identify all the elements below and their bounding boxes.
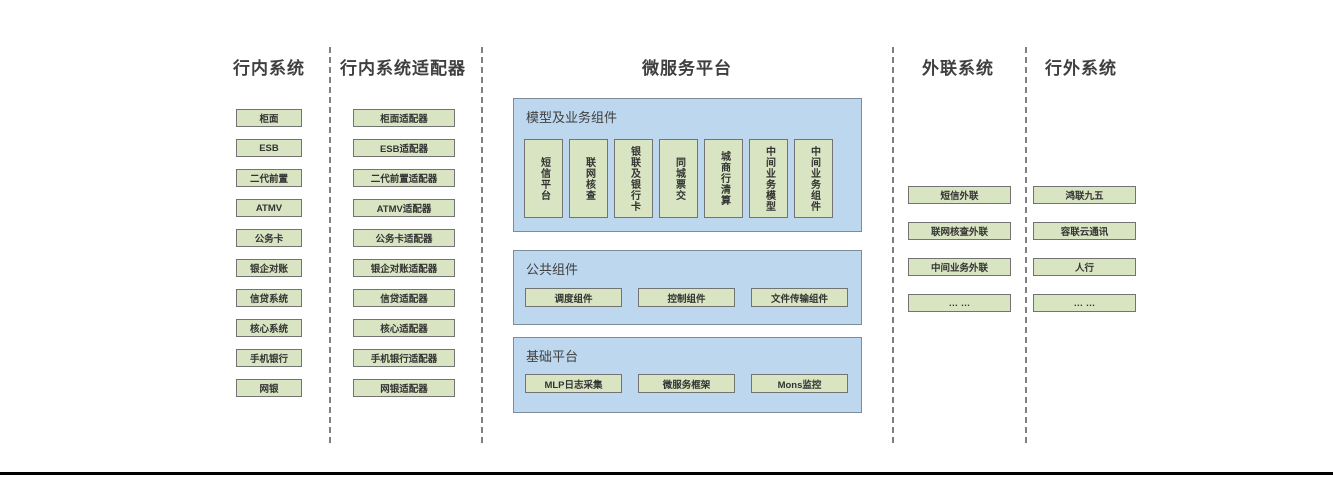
- external-link-list: 短信外联 联网核查外联 中间业务外联 … …: [908, 186, 1011, 312]
- adapter-box-gongwuka: 公务卡适配器: [353, 229, 455, 247]
- system-box-wangyin: 网银: [236, 379, 302, 397]
- outside-box-ellipsis: … …: [1033, 294, 1136, 312]
- external-box-intermediate: 中间业务外联: [908, 258, 1011, 276]
- component-box-intermediate-component: 中间业务组件: [794, 139, 833, 218]
- outside-box-pboc: 人行: [1033, 258, 1136, 276]
- component-box-mlp-log: MLP日志采集: [525, 374, 622, 393]
- component-box-scheduler: 调度组件: [525, 288, 622, 307]
- component-box-city-bill-exchange: 同城票交: [659, 139, 698, 218]
- system-box-erdai-qianzhi: 二代前置: [236, 169, 302, 187]
- internal-adapters-list: 柜面适配器 ESB适配器 二代前置适配器 ATMV适配器 公务卡适配器 银企对账…: [353, 109, 455, 397]
- adapter-box-yinqi-duizhang: 银企对账适配器: [353, 259, 455, 277]
- system-box-guimian: 柜面: [236, 109, 302, 127]
- external-box-ellipsis: … …: [908, 294, 1011, 312]
- component-box-file-transfer: 文件传输组件: [751, 288, 848, 307]
- adapter-box-hexin: 核心适配器: [353, 319, 455, 337]
- system-box-shouji-yinhang: 手机银行: [236, 349, 302, 367]
- adapter-box-guimian: 柜面适配器: [353, 109, 455, 127]
- model-components-row: 短信平台 联网核查 银联及银行卡 同城票交 城商行清算 中间业务模型 中间业务组…: [524, 139, 833, 218]
- component-box-sms-platform: 短信平台: [524, 139, 563, 218]
- panel-title-base: 基础平台: [526, 349, 579, 364]
- base-platform-row: MLP日志采集 微服务框架 Mons监控: [525, 374, 848, 393]
- panel-title-model-business: 模型及业务组件: [526, 110, 618, 125]
- panel-title-common: 公共组件: [526, 262, 579, 277]
- adapter-box-atmv: ATMV适配器: [353, 199, 455, 217]
- column-header-microservice-platform: 微服务平台: [642, 59, 732, 78]
- adapter-box-erdai-qianzhi: 二代前置适配器: [353, 169, 455, 187]
- column-header-internal-adapters: 行内系统适配器: [340, 59, 466, 78]
- column-header-outside-systems: 行外系统: [1045, 59, 1117, 78]
- component-box-city-bank-clearing: 城商行清算: [704, 139, 743, 218]
- column-header-external-link-systems: 外联系统: [922, 59, 994, 78]
- panel-common-components: 公共组件 调度组件 控制组件 文件传输组件: [513, 250, 862, 325]
- system-box-yinqi-duizhang: 银企对账: [236, 259, 302, 277]
- adapter-box-shouji-yinhang: 手机银行适配器: [353, 349, 455, 367]
- outside-systems-list: 鸿联九五 容联云通讯 人行 … …: [1033, 186, 1136, 312]
- system-box-gongwuka: 公务卡: [236, 229, 302, 247]
- component-box-mons-monitor: Mons监控: [751, 374, 848, 393]
- outside-box-honglian95: 鸿联九五: [1033, 186, 1136, 204]
- panel-base-platform: 基础平台 MLP日志采集 微服务框架 Mons监控: [513, 337, 862, 413]
- system-box-esb: ESB: [236, 139, 302, 157]
- external-box-sms: 短信外联: [908, 186, 1011, 204]
- adapter-box-esb: ESB适配器: [353, 139, 455, 157]
- component-box-intermediate-model: 中间业务模型: [749, 139, 788, 218]
- system-box-atmv: ATMV: [236, 199, 302, 217]
- system-box-xindai: 信贷系统: [236, 289, 302, 307]
- column-divider-2: [481, 47, 483, 443]
- panel-model-business-components: 模型及业务组件 短信平台 联网核查 银联及银行卡 同城票交 城商行清算 中间业务…: [513, 98, 862, 232]
- component-box-microservice-framework: 微服务框架: [638, 374, 735, 393]
- component-box-control: 控制组件: [638, 288, 735, 307]
- component-box-unionpay-bankcard: 银联及银行卡: [614, 139, 653, 218]
- outside-box-ronglian: 容联云通讯: [1033, 222, 1136, 240]
- column-divider-3: [892, 47, 894, 443]
- system-box-hexin: 核心系统: [236, 319, 302, 337]
- common-components-row: 调度组件 控制组件 文件传输组件: [525, 288, 848, 307]
- column-divider-1: [329, 47, 331, 443]
- internal-systems-list: 柜面 ESB 二代前置 ATMV 公务卡 银企对账 信贷系统 核心系统 手机银行…: [236, 109, 302, 397]
- external-box-network-check: 联网核查外联: [908, 222, 1011, 240]
- adapter-box-wangyin: 网银适配器: [353, 379, 455, 397]
- component-box-network-check: 联网核查: [569, 139, 608, 218]
- adapter-box-xindai: 信贷适配器: [353, 289, 455, 307]
- bottom-rule: [0, 472, 1333, 475]
- column-header-internal-systems: 行内系统: [233, 59, 305, 78]
- column-divider-4: [1025, 47, 1027, 443]
